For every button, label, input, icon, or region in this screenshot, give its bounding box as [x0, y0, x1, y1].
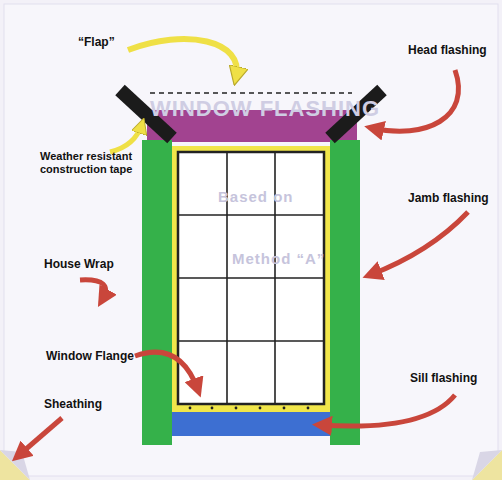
callout-label: Weather resistant construction tape: [40, 150, 140, 175]
callout-label: Sill flashing: [410, 372, 477, 386]
wrap-fold: [0, 450, 30, 480]
sheathing-arrow: [18, 418, 62, 456]
callout-label: Head flashing: [408, 44, 487, 58]
house-wrap: [4, 4, 498, 476]
watermark: Based on: [218, 188, 294, 205]
watermark: WINDOW FLASHING: [150, 96, 380, 121]
window-sash: [178, 152, 324, 404]
watermark: Method “A”: [232, 250, 325, 267]
callout-label: Window Flange: [46, 350, 134, 364]
jamb-flashing-arrow: [370, 212, 468, 275]
sill-flashing: [172, 410, 330, 436]
tape-arrow: [110, 124, 142, 152]
flap-fold-line: [150, 92, 352, 94]
flap-arrow: [128, 39, 237, 78]
callout-label: Sheathing: [44, 398, 102, 412]
head-flashing-arrow: [372, 70, 459, 131]
jamb-flashing: [142, 140, 172, 445]
sheathing-corner: [472, 450, 502, 480]
wrap-fold: [472, 450, 502, 480]
callout-label: “Flap”: [78, 36, 115, 50]
window-muntins: [178, 152, 324, 404]
window-flange: [172, 146, 330, 412]
window-flange-arrow: [135, 352, 198, 390]
flange-nails: [189, 407, 310, 410]
house-wrap-arrow: [80, 280, 106, 300]
callout-label: Jamb flashing: [408, 192, 489, 206]
callout-label: House Wrap: [44, 258, 114, 272]
sheathing-corner: [0, 450, 30, 480]
jamb-flashing: [330, 140, 360, 445]
sill-flashing-arrow: [320, 395, 455, 426]
